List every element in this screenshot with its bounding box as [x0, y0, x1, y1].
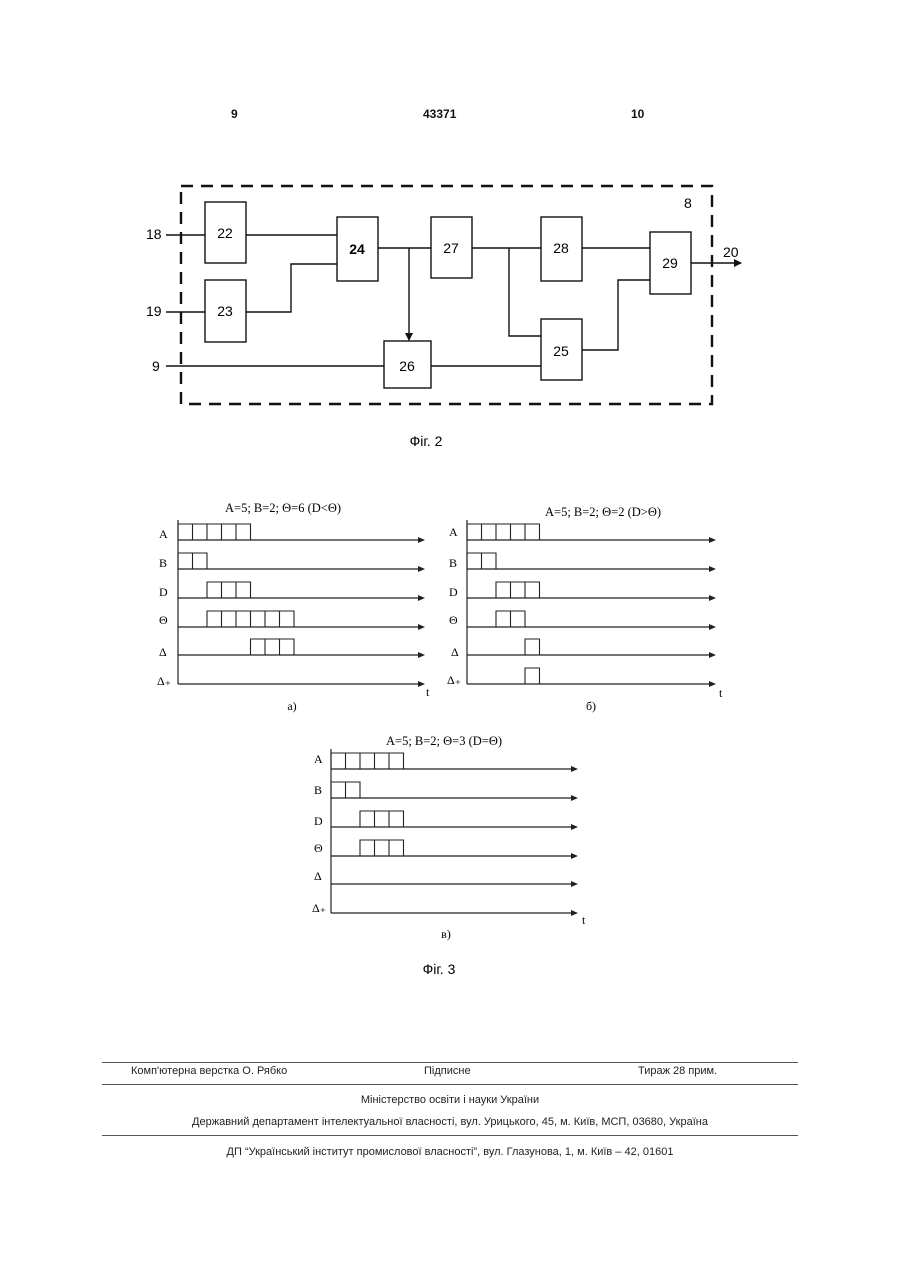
pulse-train-a	[467, 524, 540, 540]
pulse-train-theta	[207, 611, 294, 627]
pulse-train-theta	[496, 611, 525, 627]
figure3-caption: Фіг. 3	[423, 961, 456, 977]
timing-b-title: A=5; B=2; Θ=2 (D>Θ)	[545, 505, 661, 519]
signal-b-label: B	[314, 783, 322, 797]
signal-b-label: B	[449, 556, 457, 570]
pulse-train-d	[496, 582, 540, 598]
figure2-caption: Фіг. 2	[410, 433, 443, 449]
block-25-label: 25	[553, 343, 569, 359]
block-27-label: 27	[443, 240, 459, 256]
signal-d-label: D	[314, 814, 323, 828]
block-29-label: 29	[662, 255, 678, 271]
port-18-label: 18	[146, 226, 162, 242]
signal-b-label: B	[159, 556, 167, 570]
timing-panel-b: A=5; B=2; Θ=2 (D>Θ) A B D Θ Δ Δ₊ б) t	[447, 505, 723, 713]
axis-arrowhead	[709, 566, 716, 572]
pulse-train-delta	[251, 639, 295, 655]
signed-note: Підписне	[424, 1065, 471, 1077]
signal-a-label: A	[159, 527, 168, 541]
port-20-label: 20	[723, 244, 739, 260]
ministry-name: Міністерство освіти і науки України	[0, 1094, 900, 1106]
pulse-train-delta-plus	[525, 668, 540, 684]
pulse-train-theta	[360, 840, 404, 856]
circulation-note: Тираж 28 прим.	[638, 1065, 717, 1077]
signal-delta-plus-label: Δ₊	[157, 674, 171, 688]
axis-arrowhead	[709, 537, 716, 543]
axis-arrowhead	[571, 824, 578, 830]
timing-a-label: а)	[287, 699, 296, 713]
signal-theta-label: Θ	[449, 613, 458, 627]
axis-arrowhead	[418, 566, 425, 572]
axis-arrowhead	[571, 795, 578, 801]
pulse-train-d	[207, 582, 251, 598]
pulse-train-a	[178, 524, 251, 540]
axis-arrowhead	[418, 624, 425, 630]
timing-c-label: в)	[441, 927, 451, 941]
time-axis-label-c: t	[582, 913, 586, 927]
pulse-train-delta	[525, 639, 540, 655]
axis-arrowhead	[571, 881, 578, 887]
block-26-label: 26	[399, 358, 415, 374]
axis-arrowhead	[709, 624, 716, 630]
department-address: Державний департамент інтелектуальної вл…	[0, 1116, 900, 1128]
timing-panel-c: A=5; B=2; Θ=3 (D=Θ) A B D Θ Δ Δ₊ в) t	[312, 734, 586, 941]
signal-theta-label: Θ	[159, 613, 168, 627]
axis-arrowhead	[571, 853, 578, 859]
signal-d-label: D	[159, 585, 168, 599]
axis-arrowhead	[709, 652, 716, 658]
signal-delta-plus-label: Δ₊	[312, 901, 326, 915]
block-28-label: 28	[553, 240, 569, 256]
timing-b-label: б)	[586, 699, 596, 713]
footer-rule-top	[102, 1062, 798, 1063]
pulse-train-a	[331, 753, 404, 769]
block-diagram: 8 22 23 24 25 26 27 28 29 18 19 9	[146, 186, 741, 404]
block-22-label: 22	[217, 225, 233, 241]
footer-rule-middle	[102, 1084, 798, 1085]
signal-a-label: A	[449, 525, 458, 539]
signal-d-label: D	[449, 585, 458, 599]
axis-arrowhead	[709, 681, 716, 687]
timing-panel-a: A=5; B=2; Θ=6 (D<Θ) A B D Θ Δ Δ₊ а) t	[157, 501, 430, 713]
block-23-label: 23	[217, 303, 233, 319]
layout-credit: Комп'ютерна верстка О. Рябко	[131, 1065, 287, 1077]
institute-address: ДП “Український інститут промислової вла…	[0, 1146, 900, 1158]
time-axis-label-a: t	[426, 685, 430, 699]
axis-arrowhead	[418, 595, 425, 601]
signal-delta-label: Δ	[314, 869, 322, 883]
signal-theta-label: Θ	[314, 841, 323, 855]
signal-delta-label: Δ	[451, 645, 459, 659]
axis-arrowhead	[709, 595, 716, 601]
axis-arrowhead	[418, 681, 425, 687]
footer-rule-bottom	[102, 1135, 798, 1136]
signal-delta-label: Δ	[159, 645, 167, 659]
signal-delta-plus-label: Δ₊	[447, 673, 461, 687]
pulse-train-b	[467, 553, 496, 569]
pulse-train-d	[360, 811, 404, 827]
unit-label: 8	[684, 195, 692, 211]
axis-arrowhead	[571, 910, 578, 916]
axis-arrowhead	[418, 652, 425, 658]
port-9-label: 9	[152, 358, 160, 374]
timing-c-title: A=5; B=2; Θ=3 (D=Θ)	[386, 734, 502, 748]
time-axis-label-b: t	[719, 686, 723, 700]
pulse-train-b	[178, 553, 207, 569]
signal-a-label: A	[314, 752, 323, 766]
axis-arrowhead	[418, 537, 425, 543]
pulse-train-b	[331, 782, 360, 798]
port-19-label: 19	[146, 303, 162, 319]
timing-a-title: A=5; B=2; Θ=6 (D<Θ)	[225, 501, 341, 515]
axis-arrowhead	[571, 766, 578, 772]
block-24-label: 24	[349, 241, 365, 257]
